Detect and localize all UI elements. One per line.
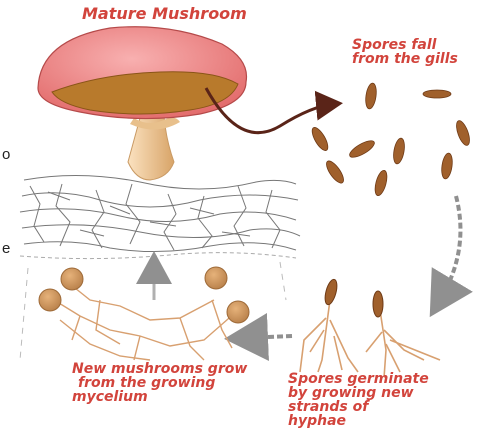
mature-mushroom-label: Mature Mushroom xyxy=(82,6,247,22)
germinate-line-3: strands of xyxy=(288,400,429,414)
spores-fall-label: Spores fall from the gills xyxy=(352,38,458,66)
new-mushrooms-label: New mushrooms grow from the growing myce… xyxy=(72,362,247,404)
germinate-label: Spores germinate by growing new strands … xyxy=(288,372,429,428)
spores-fall-line-1: Spores fall xyxy=(352,38,458,52)
falling-spores xyxy=(309,82,472,196)
edge-text-bottom-value: e xyxy=(2,240,10,257)
soil-mycelium xyxy=(20,175,300,360)
spore xyxy=(323,158,346,185)
spore xyxy=(364,82,378,109)
spore xyxy=(454,119,472,147)
germinate-line-2: by growing new xyxy=(288,386,429,400)
new-mushrooms-line-2: from the growing xyxy=(72,376,247,390)
germinating-spores xyxy=(300,278,440,378)
arrow-germinate-to-new xyxy=(244,336,292,338)
mature-mushroom-text: Mature Mushroom xyxy=(82,6,247,22)
mushroom-bud xyxy=(227,301,249,323)
spore xyxy=(423,90,451,98)
arrow-spores-to-germinate xyxy=(440,196,460,300)
edge-text-top-value: o xyxy=(2,146,10,163)
new-mushrooms-line-3: mycelium xyxy=(72,390,247,404)
spore xyxy=(440,152,454,179)
germinate-line-1: Spores germinate xyxy=(288,372,429,386)
germinating-spore xyxy=(373,291,383,317)
spore xyxy=(347,138,376,161)
edge-text-top: o xyxy=(2,146,10,163)
spores-fall-line-2: from the gills xyxy=(352,52,458,66)
mushroom-bud xyxy=(39,289,61,311)
mushroom-bud xyxy=(61,268,83,290)
new-mushrooms xyxy=(39,267,249,360)
germinate-line-4: hyphae xyxy=(288,414,429,428)
spore xyxy=(373,169,389,197)
spore xyxy=(392,137,406,164)
edge-text-bottom: e xyxy=(2,240,10,257)
new-mushrooms-line-1: New mushrooms grow xyxy=(72,362,247,376)
spore xyxy=(309,125,331,153)
mushroom-bud xyxy=(205,267,227,289)
germinating-spore xyxy=(323,278,339,306)
